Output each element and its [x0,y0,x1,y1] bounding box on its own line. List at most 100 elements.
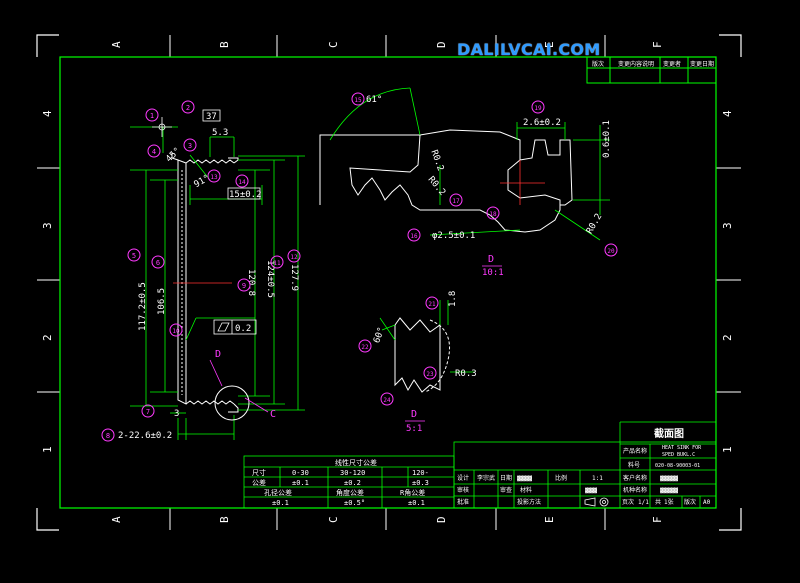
zone-bot-b: B [218,516,231,523]
tb-check-label: 审核 [457,486,469,494]
tb-product-label: 产品名称 [623,447,647,455]
balloon-22: 22 [358,339,372,353]
svg-text:24: 24 [383,397,391,404]
tol-r4c1: ±0.1 [272,499,289,507]
zone-top-e: E [543,41,556,48]
zone-bot-e: E [543,516,556,523]
zone-bot-f: F [651,516,664,523]
zone-top-c: C [327,41,340,48]
balloon-24: 24 [380,392,394,406]
zone-top-d: D [435,41,448,48]
tb-scale-label: 比例 [555,474,567,482]
dim-60: 60° [372,326,387,345]
svg-text:2: 2 [186,104,190,112]
title-block: 截面图 产品名称 HEAT SINK FOR SPED BUKL.C 料号 02… [453,421,717,509]
main-view-letters: D C [209,349,276,420]
tol-r1c3: 30-120 [340,469,365,477]
svg-text:21: 21 [428,301,436,308]
balloon-1: 1 [145,108,159,122]
tb-partno-value: 020-08-90003-01 [655,463,700,469]
dim-37: 37 [206,112,217,122]
part-outline [171,152,239,413]
zone-bot-a: A [110,516,123,523]
tol-r4c3: ±0.1 [408,499,425,507]
tb-material-value: ▓▓▓▓ [585,487,597,494]
balloon-23: 23 [423,366,437,380]
tol-r3c3: R角公差 [400,488,425,497]
dim-15: 15±0.2 [229,190,262,200]
tb-product-value: HEAT SINK FOR [662,445,702,451]
profile-view: 61° R0.2 R0.2 2.6±0.2 0.6±0.1 R0.2 φ2.5±… [319,87,612,278]
tb-scale-value: 1:1 [592,475,603,482]
detail-circle-d [214,385,250,421]
svg-text:1: 1 [150,112,154,120]
balloon-4: 4 [147,144,161,158]
tb-version-label: 版次 [684,498,696,506]
balloon-20: 20 [604,243,618,257]
tb-model-value: ▓▓▓▓▓▓ [660,487,678,494]
ref-box-15 [227,187,261,200]
tol-r1c2: 0-30 [292,469,309,477]
tb-sheet-label: 页次 [622,498,634,506]
tb-customer-label: 客户名称 [623,474,647,482]
svg-text:3: 3 [188,142,192,150]
tol-r1c1: 尺寸 [252,468,266,477]
profile-dim-texts: 61° R0.2 R0.2 2.6±0.2 0.6±0.1 R0.2 φ2.5±… [366,95,612,241]
tol-r2c1: 公差 [252,478,266,487]
revision-labels: 版次 变更内容说明 变更者 变更日期 [592,60,714,68]
detail2-scale: 5:1 [406,424,422,434]
svg-text:5: 5 [132,252,136,260]
tol-title: 线性尺寸公差 [335,458,377,467]
tb-date-value: ▓▓▓▓▓ [517,475,532,482]
tb-version-value: A0 [703,499,711,506]
dim-phi25: φ2.5±0.1 [432,231,475,241]
svg-text:16: 16 [410,233,418,240]
detail1-letter: D [488,254,494,265]
tb-model-label: 机种名称 [623,486,647,494]
label-d: D [215,349,221,360]
profile-outline [319,134,573,233]
dim-124: 124±0.5 [265,260,275,298]
teeth-dim-texts: 1.8 60° R0.3 [372,291,476,379]
rev-content: 变更内容说明 [618,60,654,68]
zone-top-a: A [110,41,123,48]
tb-date-label: 日期 [500,474,512,482]
dim-r02c: R0.2 [585,212,605,236]
projection-symbol-icon [584,497,609,507]
svg-text:22: 22 [361,344,369,351]
dim-1279: 127.9 [289,264,299,291]
dim-18: 1.8 [448,291,458,307]
balloon-14: 14 [235,174,249,188]
detail1-label: D 10:1 [482,254,504,278]
tol-r4c2: ±0.5° [344,499,365,507]
detail2-label: D 5:1 [405,409,425,434]
svg-text:19: 19 [534,105,542,112]
zone-right-1: 1 [721,446,734,453]
dim-53: 5.3 [212,128,228,138]
zone-right-3: 3 [721,222,734,229]
tb-drawn-label: 审查 [500,486,512,494]
revision-block [586,56,717,84]
svg-text:23: 23 [426,371,434,378]
zone-left-3: 3 [41,222,54,229]
tb-design-label: 设计 [457,474,469,482]
balloon-19: 19 [531,100,545,114]
teeth-dim-lines [379,300,475,373]
balloon-17: 17 [449,193,463,207]
crosshair [152,117,172,137]
zone-right-2: 2 [721,334,734,341]
tb-customer-value: ▓▓▓▓▓▓ [660,475,678,482]
balloon-15: 15 [351,92,365,106]
balloon-2: 2 [181,100,195,114]
main-dimension-lines [130,126,305,440]
ref-box-37 [202,109,221,122]
zone-top-f: F [651,41,664,48]
rev-changer: 变更者 [663,60,681,68]
svg-text:11: 11 [273,260,281,267]
zone-letters: A B C D E F A B C D E F 4 3 2 1 4 3 2 1 [41,41,734,523]
balloon-18: 18 [486,206,500,220]
dim-1208: 120.8 [246,269,256,296]
zone-ticks [37,35,741,530]
tb-approve-label: 批准 [457,498,469,506]
dim-26: 2.6±0.2 [523,118,561,128]
